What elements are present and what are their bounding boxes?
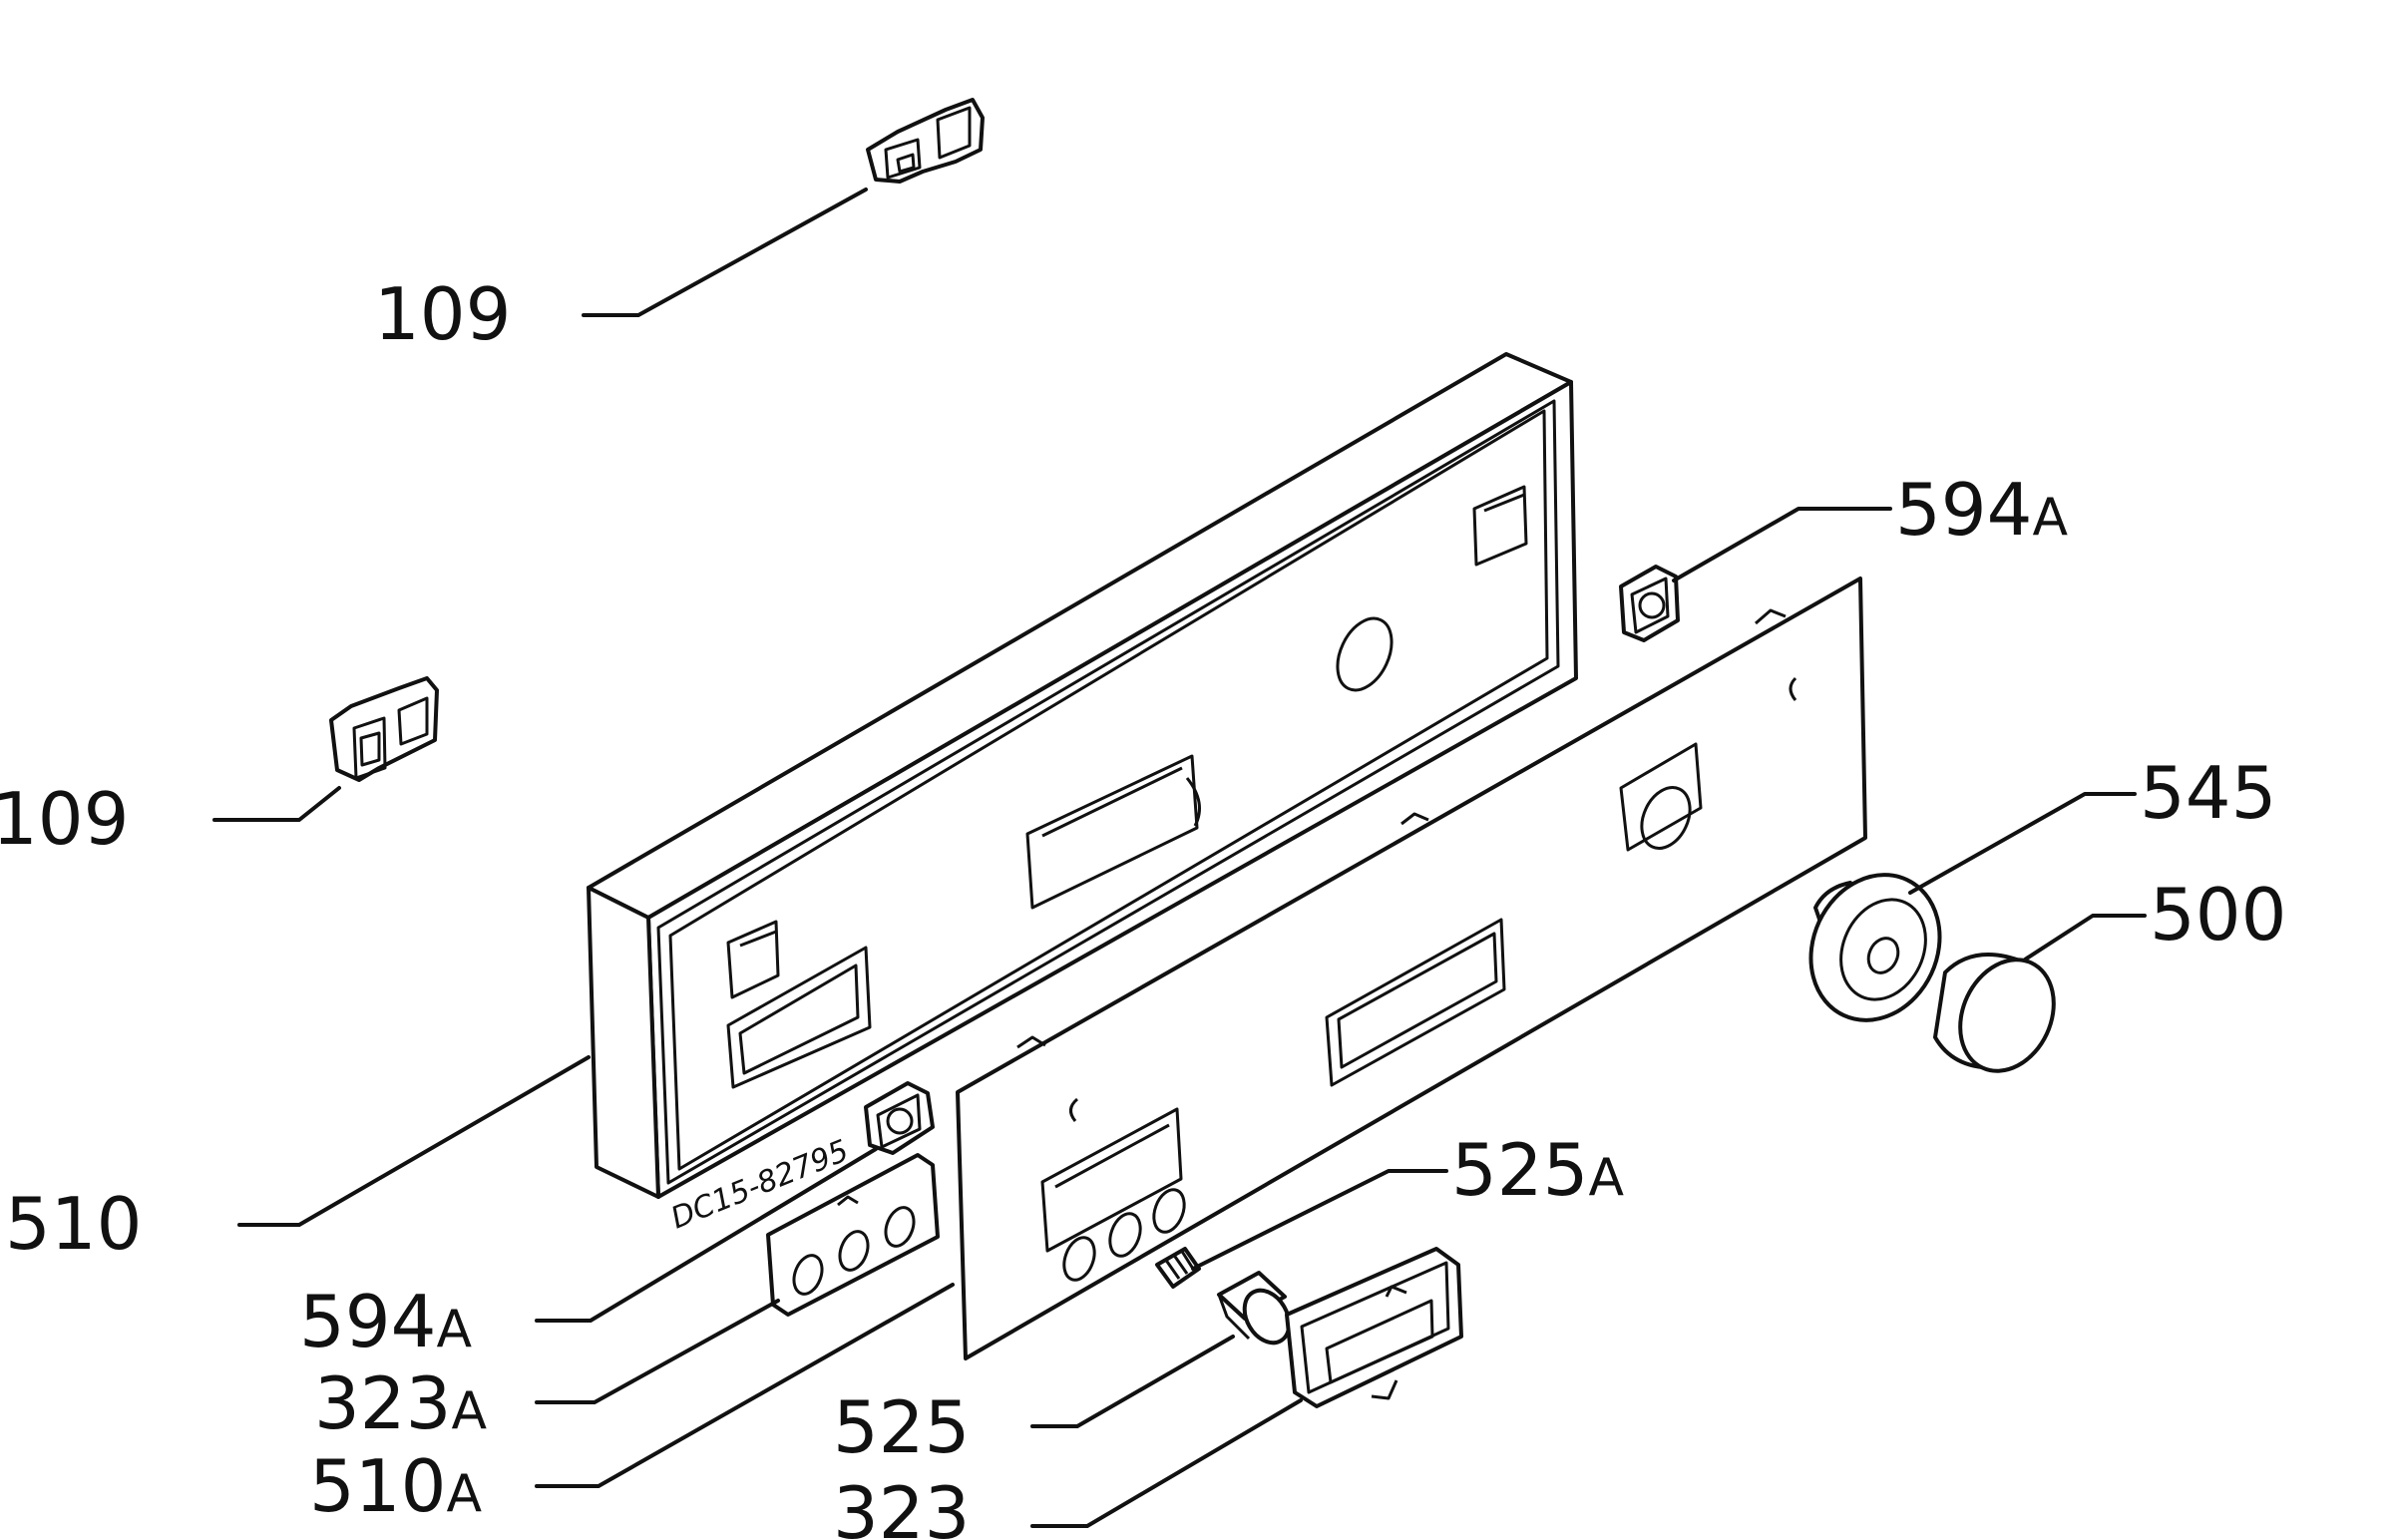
label-594a-left: 594A [299, 1280, 472, 1363]
knob-cap-500 [1933, 953, 2056, 1073]
callout-labels: 109 109 594A 545 500 510 525A 594A 323A … [0, 272, 2286, 1540]
label-510: 510 [5, 1182, 142, 1266]
spring-525a [1155, 1247, 1201, 1289]
clip-109-top [866, 98, 985, 184]
label-109-left: 109 [0, 777, 129, 861]
label-594a-right: 594A [1895, 468, 2068, 552]
label-323a: 323A [314, 1361, 487, 1445]
clip-109-left [329, 676, 439, 782]
label-500: 500 [2150, 873, 2286, 957]
plunger-525 [1217, 1271, 1292, 1346]
label-323: 323 [833, 1471, 970, 1540]
push-button-323 [1285, 1247, 1463, 1408]
label-525: 525 [833, 1385, 970, 1469]
label-545: 545 [2140, 751, 2276, 835]
label-109-top: 109 [374, 272, 511, 356]
label-510a: 510A [309, 1444, 482, 1528]
bracket-594a-right [1619, 565, 1680, 642]
leader-lines [212, 188, 2147, 1528]
bracket-594a-left [864, 1081, 935, 1155]
panel-insert-510a [956, 577, 1867, 1360]
knob-body-545 [1808, 873, 1942, 1022]
label-525a: 525A [1451, 1128, 1624, 1212]
